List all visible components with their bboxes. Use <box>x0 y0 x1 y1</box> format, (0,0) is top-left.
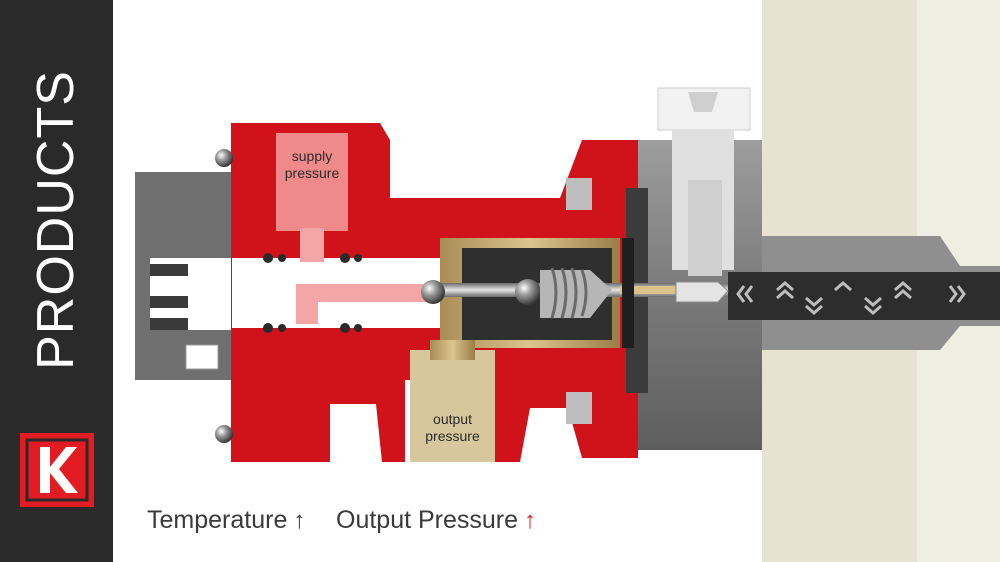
sidebar: PRODUCTS <box>0 0 113 562</box>
legend-output-pressure: Output Pressure↑ <box>336 506 536 535</box>
temperature-up-arrow-icon: ↑ <box>293 507 306 534</box>
legend-temperature: Temperature↑ <box>147 506 305 535</box>
output-pressure-up-arrow-icon: ↑ <box>524 507 537 534</box>
supply-pressure-label: supply pressure <box>284 148 340 181</box>
legend-output-pressure-label: Output Pressure <box>336 506 519 534</box>
sensor-tube <box>728 272 1000 320</box>
output-pressure-label: output pressure <box>425 411 480 444</box>
plunger-assembly <box>421 238 729 348</box>
valve-cross-section <box>135 87 1000 462</box>
k-logo-icon <box>20 433 94 507</box>
legend-temperature-label: Temperature <box>147 506 288 534</box>
sidebar-title: PRODUCTS <box>27 70 85 370</box>
end-cap-left <box>135 172 232 380</box>
